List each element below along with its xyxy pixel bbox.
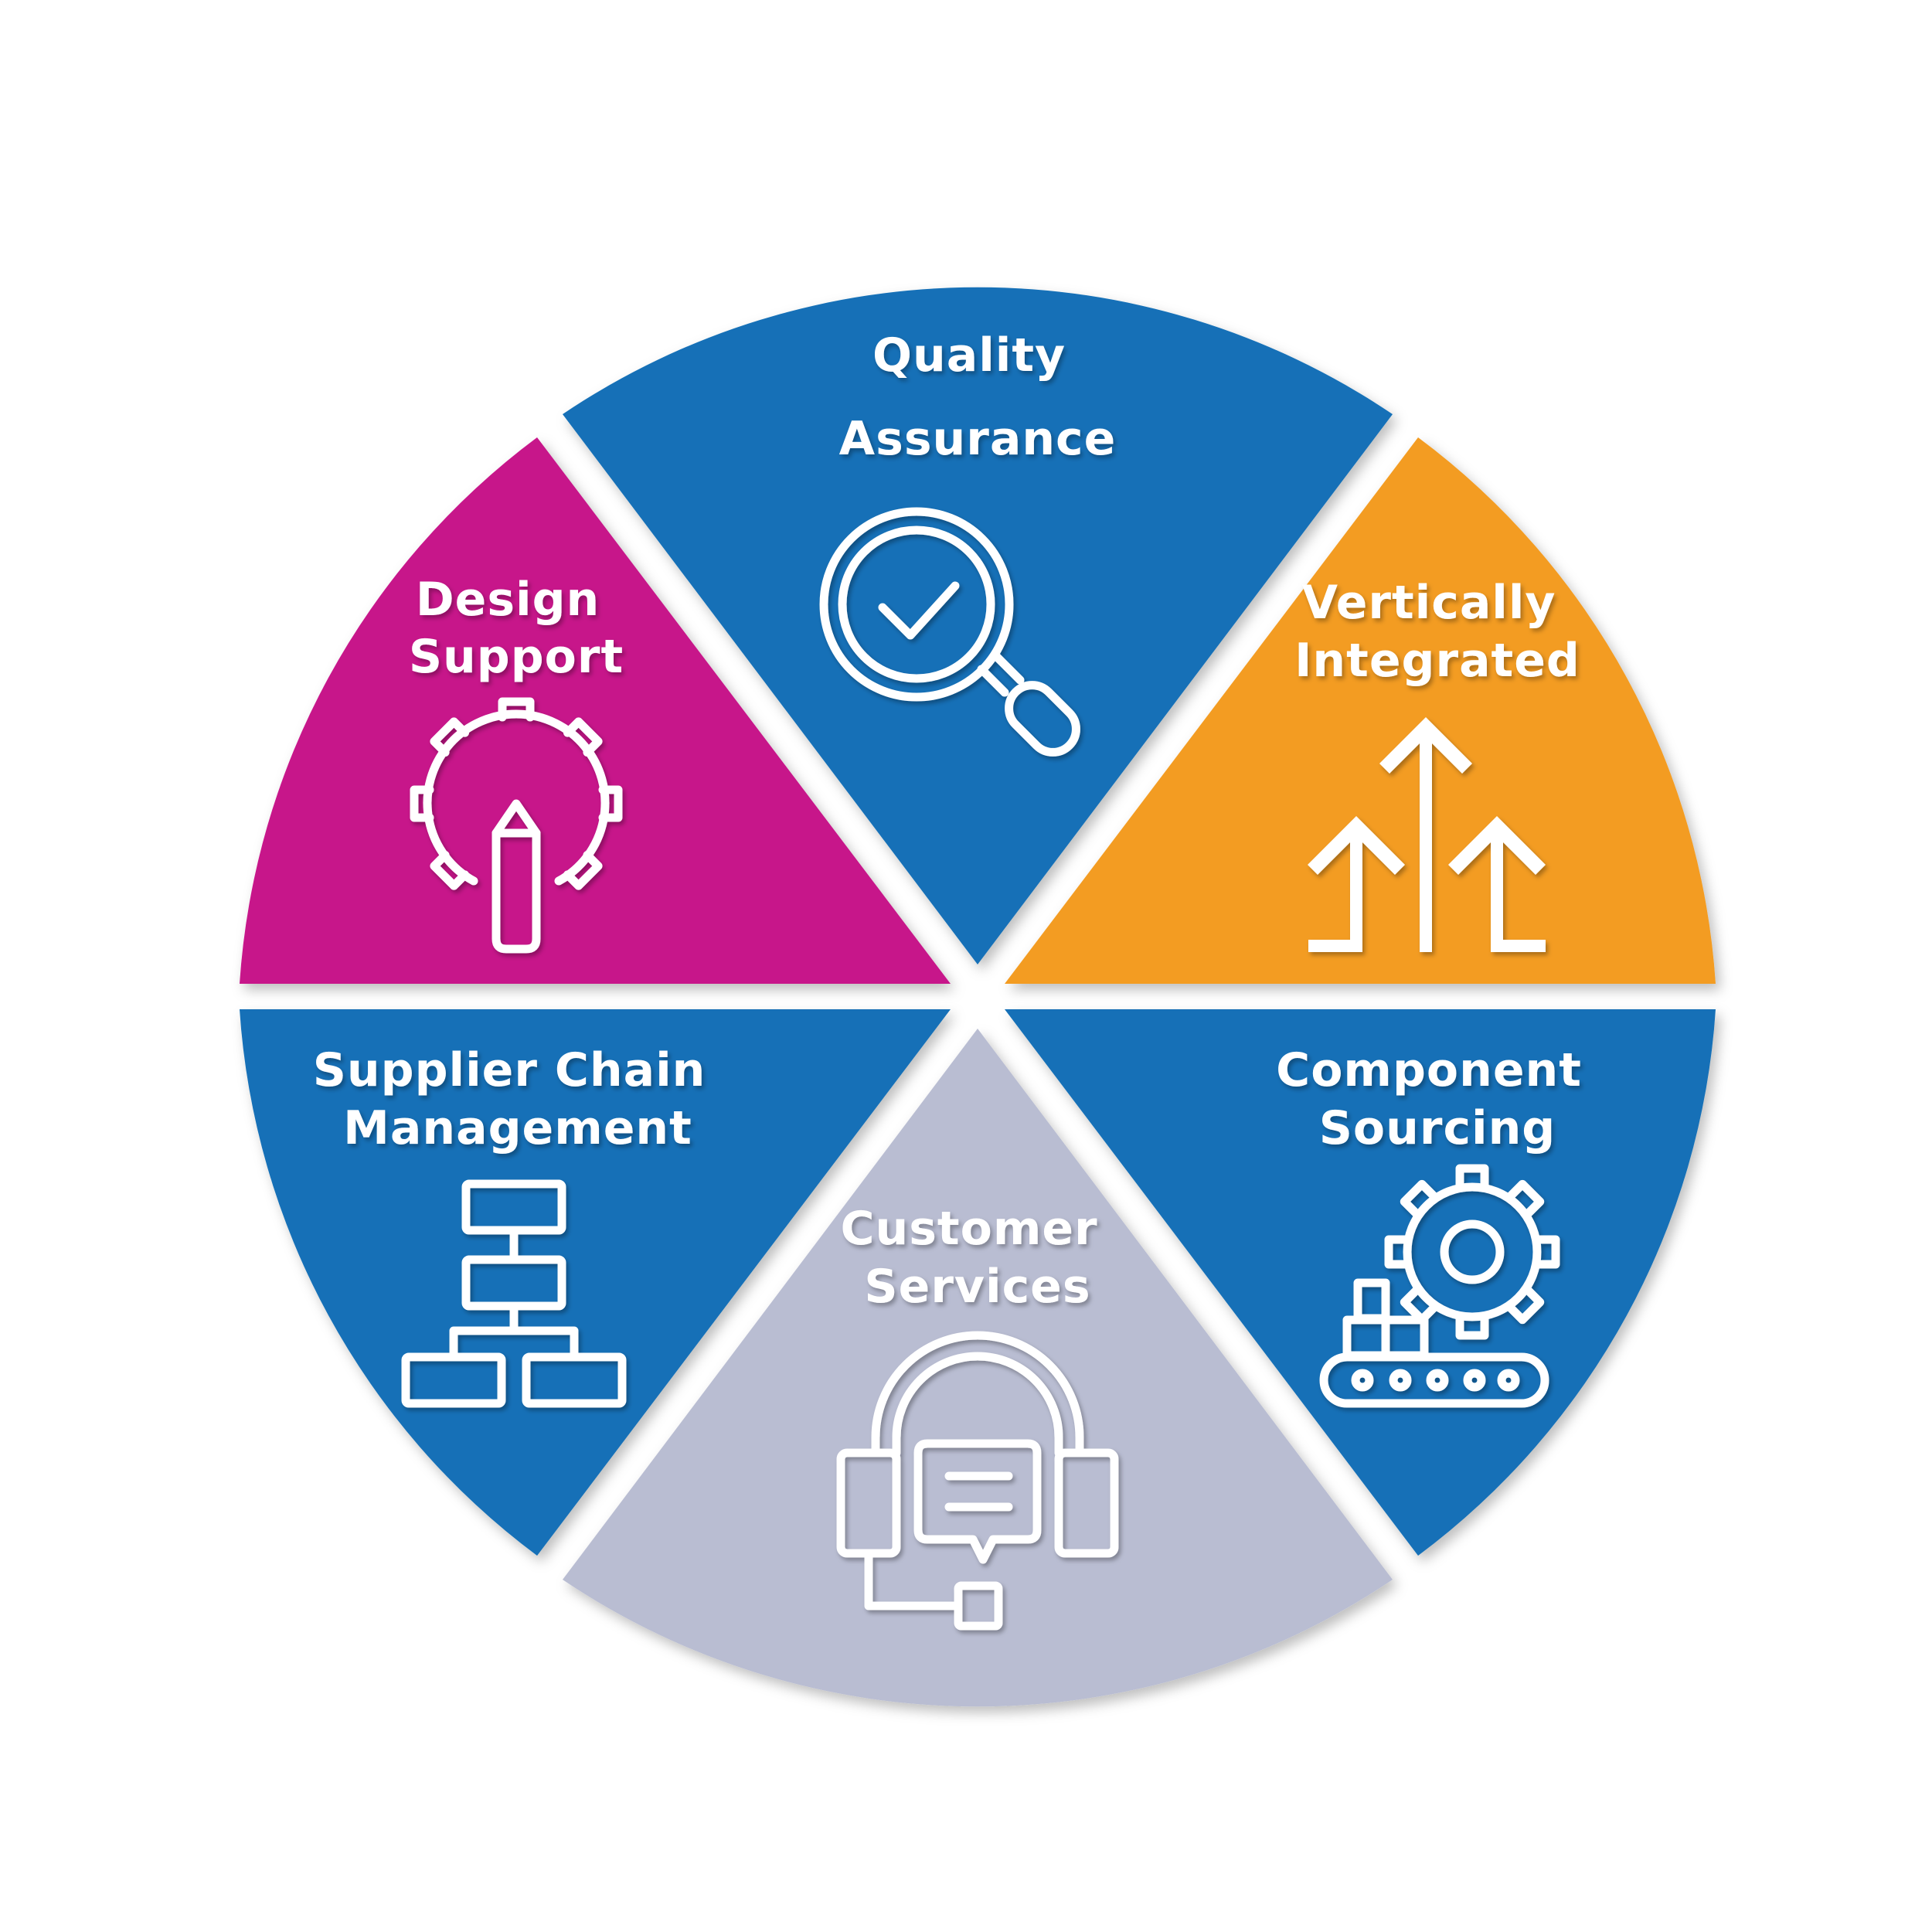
segment-label: Quality Assurance [839, 328, 1117, 466]
segment-wedge [1005, 437, 1716, 984]
segment-wedge [563, 287, 1393, 964]
segment-wedge [240, 437, 951, 984]
magnifier-check-icon [819, 507, 1080, 757]
segment-component-sourcing: Component Sourcing [1005, 1009, 1716, 1556]
segment-label: Customer Services [840, 1202, 1114, 1314]
segment-quality-assurance: Quality Assurance [563, 287, 1393, 964]
segment-wedge [563, 1029, 1393, 1707]
segment-customer-services: Customer Services [563, 1029, 1393, 1707]
headset-chat-icon [836, 1331, 1119, 1631]
gear-conveyor-icon [1319, 1164, 1560, 1408]
flowchart-icon [401, 1179, 627, 1408]
segment-vertically-integrated: Vertically Integrated [1005, 437, 1716, 984]
segment-label: Vertically Integrated [1294, 576, 1580, 688]
segment-label: Component Sourcing [1276, 1043, 1599, 1155]
segment-label: Supplier Chain Management [313, 1043, 723, 1155]
segment-label: Design Support [409, 573, 624, 684]
gear-pencil-icon [410, 697, 623, 954]
segment-design-support: Design Support [240, 437, 951, 984]
segment-supplier-chain-management: Supplier Chain Management [240, 1009, 951, 1556]
segment-wedge [240, 1009, 951, 1556]
up-arrows-icon [1308, 717, 1546, 952]
